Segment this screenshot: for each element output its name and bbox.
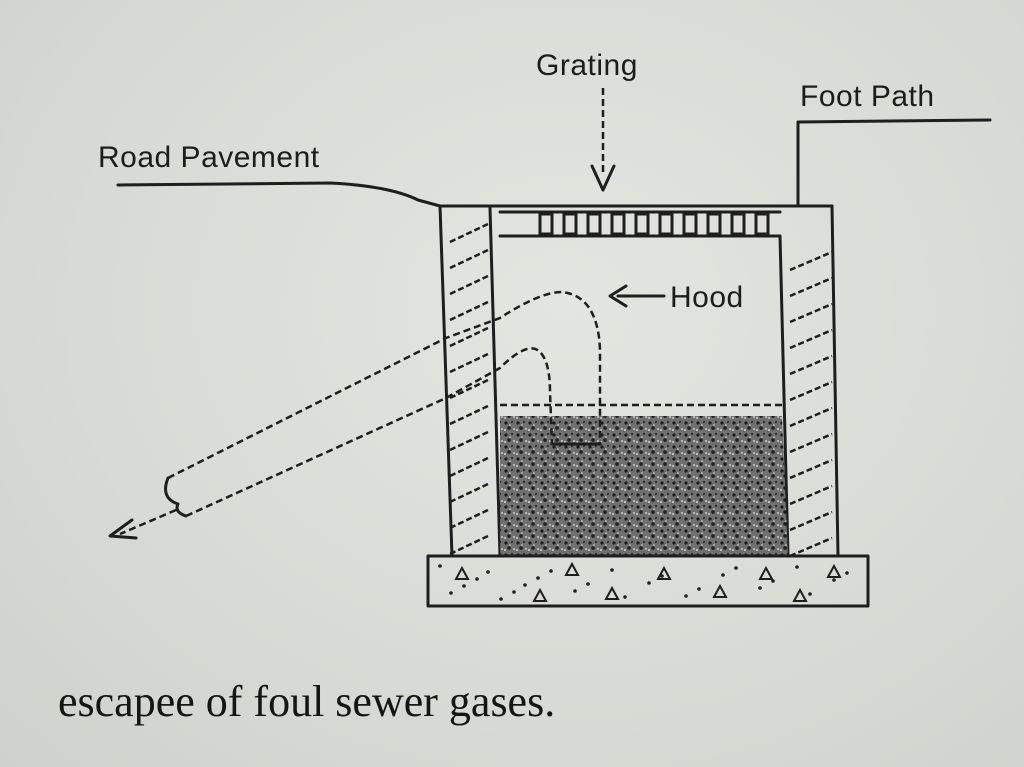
right-wall	[778, 204, 840, 558]
wall-hatch	[789, 536, 833, 558]
wall-hatch	[449, 534, 489, 556]
concrete-base	[426, 554, 870, 608]
grating-label: Grating	[536, 49, 638, 82]
grating-bar	[562, 212, 578, 236]
foot-path-label: Foot Path	[800, 80, 935, 113]
aggregate-dot	[486, 570, 490, 574]
aggregate-stone	[792, 587, 808, 602]
aggregate-dot	[438, 564, 442, 568]
wall-hatch	[789, 406, 833, 428]
aggregate-dot	[795, 565, 799, 569]
aggregate-dot	[462, 584, 466, 588]
aggregate-dot	[610, 568, 614, 572]
aggregate-stone	[656, 565, 672, 580]
aggregate-stone	[758, 565, 774, 580]
grating-bar	[658, 212, 674, 236]
wall-hatch	[449, 274, 489, 296]
road-pavement-line	[116, 181, 442, 208]
aggregate-stone	[454, 565, 470, 580]
aggregate-dot	[499, 597, 503, 601]
aggregate-dot	[758, 586, 762, 590]
wall-hatch	[449, 222, 489, 244]
trap-water-sludge	[500, 403, 788, 556]
aggregate-dot	[845, 571, 849, 575]
wall-hatch	[789, 250, 833, 272]
aggregate-dot	[586, 582, 590, 586]
outlet-pipe-with-hood	[164, 290, 602, 518]
wall-hatch	[789, 484, 833, 506]
aggregate-dot	[697, 587, 701, 591]
wall-hatch	[449, 326, 489, 348]
grating	[498, 210, 782, 238]
wall-hatch	[789, 510, 833, 532]
aggregate-stone	[564, 561, 580, 576]
aggregate-dot	[523, 583, 527, 587]
grating-bar	[682, 212, 698, 236]
flow-arrow	[108, 508, 177, 540]
left-wall	[438, 204, 502, 558]
wall-hatch	[449, 248, 489, 270]
wall-hatch	[449, 378, 489, 400]
hood-arrow	[608, 284, 666, 308]
aggregate-dot	[734, 566, 738, 570]
grating-arrow	[590, 88, 616, 192]
grating-bar	[586, 212, 602, 236]
grating-bar	[538, 212, 554, 236]
aggregate-dot	[832, 578, 836, 582]
aggregate-stone	[826, 563, 842, 578]
wall-hatch	[449, 300, 489, 322]
aggregate-dot	[660, 574, 664, 578]
road-pavement-label: Road Pavement	[98, 141, 320, 174]
grating-bar	[730, 212, 746, 236]
grating-bar	[634, 212, 650, 236]
caption-text: escapee of foul sewer gases.	[58, 677, 556, 726]
grating-bar	[610, 212, 626, 236]
aggregate-stone	[604, 585, 620, 600]
grating-bar	[754, 212, 770, 236]
aggregate-dot	[573, 589, 577, 593]
wall-hatch	[789, 276, 833, 298]
wall-hatch	[449, 456, 489, 478]
aggregate-dot	[808, 592, 812, 596]
wall-hatch	[449, 430, 489, 452]
wall-hatch	[449, 352, 489, 374]
aggregate-dot	[684, 594, 688, 598]
aggregate-stone	[712, 583, 728, 598]
wall-hatch	[789, 432, 833, 454]
aggregate-dot	[721, 573, 725, 577]
wall-hatch	[789, 354, 833, 376]
aggregate-dot	[771, 579, 775, 583]
aggregate-dot	[623, 595, 627, 599]
aggregate-dot	[512, 590, 516, 594]
wall-hatch	[789, 458, 833, 480]
grating-bar	[706, 212, 722, 236]
aggregate-dot	[449, 591, 453, 595]
hood-label: Hood	[670, 281, 744, 314]
wall-hatch	[789, 302, 833, 324]
wall-hatch	[789, 328, 833, 350]
aggregate-dot	[549, 569, 553, 573]
foot-path-line	[796, 118, 992, 207]
aggregate-dot	[475, 577, 479, 581]
aggregate-dot	[536, 576, 540, 580]
wall-hatch	[789, 380, 833, 402]
wall-hatch	[449, 404, 489, 426]
aggregate-dot	[647, 581, 651, 585]
wall-hatch	[449, 482, 489, 504]
aggregate-stone	[532, 587, 548, 602]
wall-hatch	[449, 508, 489, 530]
